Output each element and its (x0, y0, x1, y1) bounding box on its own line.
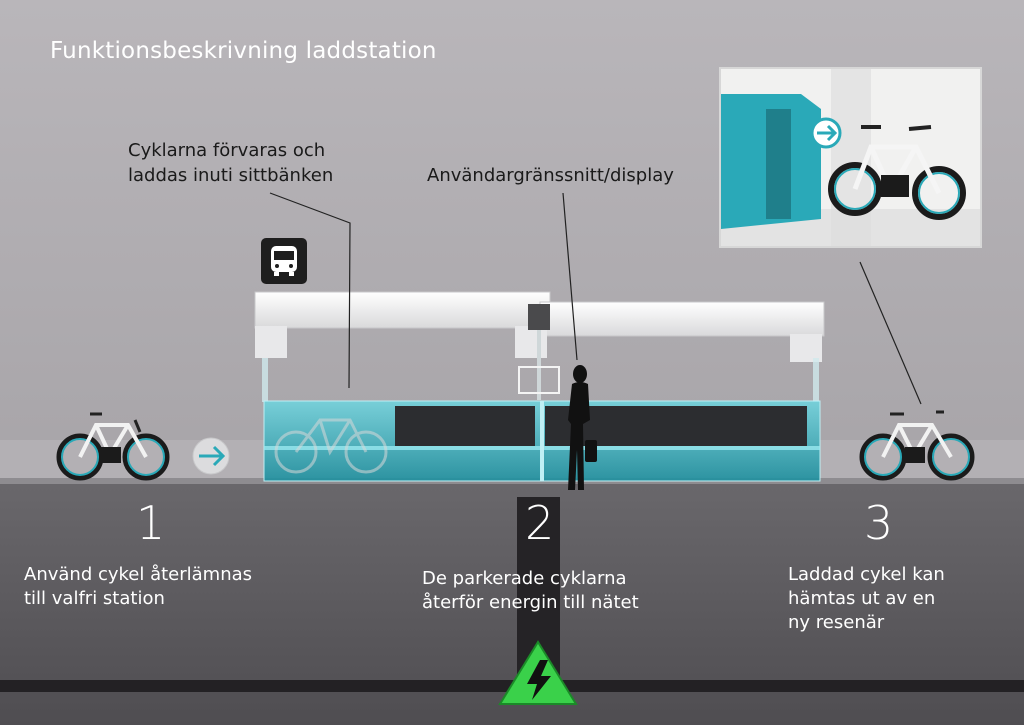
storage-callout-line2: laddas inuti sittbänken (128, 165, 334, 186)
bench (263, 400, 821, 482)
step-2-line1: De parkerade cyklarna (422, 568, 627, 589)
step-3-line2: hämtas ut av en (788, 588, 936, 609)
display-panel (518, 366, 560, 394)
step-3-text: Laddad cykel kan hämtas ut av en ny rese… (788, 563, 1008, 635)
bench-photo-inset (721, 69, 980, 246)
person-silhouette (568, 365, 597, 490)
arrow-right-icon (192, 437, 230, 475)
storage-callout-line1: Cyklarna förvaras och (128, 140, 326, 161)
step-1-line1: Använd cykel återlämnas (24, 564, 253, 585)
step-2-number: 2 (525, 496, 555, 550)
high-voltage-icon (498, 640, 578, 705)
step-3-line3: ny resenär (788, 612, 885, 633)
returned-bike (56, 412, 170, 481)
stored-bike (274, 418, 388, 474)
charged-bike (859, 410, 975, 481)
step-3-number: 3 (864, 496, 894, 550)
step-2-text: De parkerade cyklarna återför energin ti… (422, 567, 692, 615)
step-3-line1: Laddad cykel kan (788, 564, 945, 585)
page-title: Funktionsbeskrivning laddstation (50, 38, 437, 64)
storage-leader-line (269, 192, 351, 389)
bus-stop-icon (261, 238, 307, 284)
photo-leader-line (859, 261, 922, 405)
display-callout: Användargränssnitt/display (427, 165, 674, 186)
step-1-number: 1 (136, 496, 166, 550)
step-1-line2: till valfri station (24, 588, 165, 609)
shelter (254, 291, 825, 402)
step-2-line2: återför energin till nätet (422, 592, 639, 613)
storage-callout: Cyklarna förvaras och laddas inuti sittb… (128, 138, 368, 188)
step-1-text: Använd cykel återlämnas till valfri stat… (24, 563, 304, 611)
display-leader-line (562, 192, 578, 361)
